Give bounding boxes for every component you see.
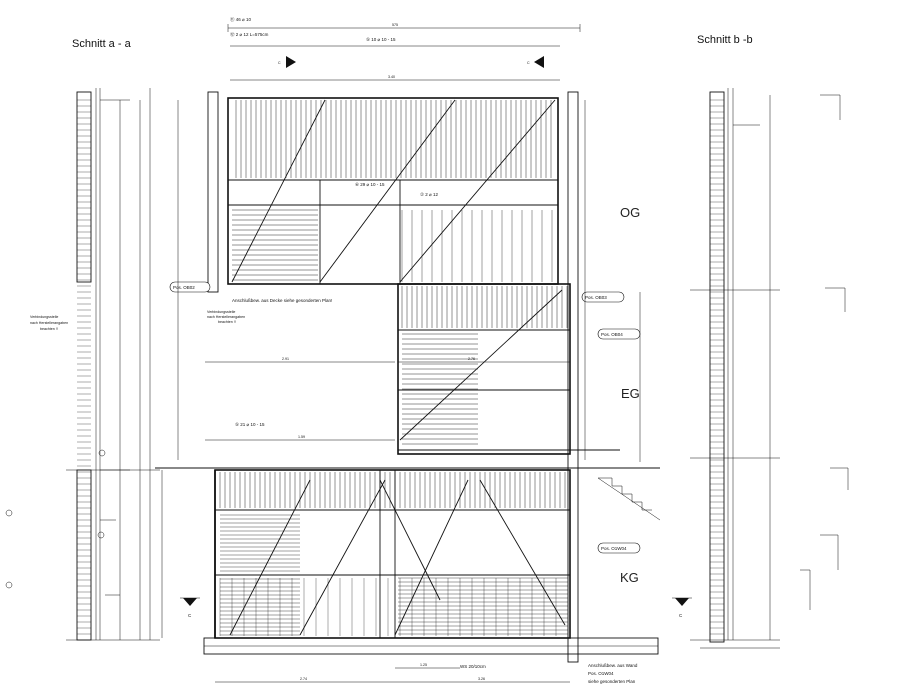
floor-label-eg: EG <box>621 386 640 401</box>
section-title-left: Schnitt a - a <box>72 38 132 50</box>
dim-159: 1.59 <box>298 435 305 439</box>
pos-ob04-tag: Pos. OB04 <box>597 328 641 340</box>
section-left: Verbindungsstelle nach Herstellerangaben… <box>5 88 160 641</box>
callout-bar-2-12: ② 2 ⌀ 12 <box>420 192 438 197</box>
pos-o1w04-tag: Pos. O1W04 <box>597 542 641 554</box>
section-right <box>690 88 849 649</box>
right-wall-ticks <box>710 99 724 635</box>
svg-text:C: C <box>278 61 281 65</box>
callout-ws: WS 20/10cm <box>460 664 486 669</box>
note-wall-1: Anschlußbew. aus Wand <box>588 663 638 668</box>
callout-bar-29: ⑥ 29 ⌀ 10 - 15 <box>355 182 385 187</box>
svg-text:C: C <box>188 613 192 618</box>
note-wall-2: Pos. O1W04 <box>588 671 614 676</box>
left-note-2: nach Herstellerangaben <box>30 321 68 325</box>
og-rebar-hatch <box>232 100 553 282</box>
mark-c-left: C <box>180 597 200 618</box>
dim-top-total: 575 <box>392 23 398 27</box>
svg-text:C: C <box>679 613 683 618</box>
left-note-1: Verbindungsstelle <box>30 315 58 319</box>
dim-276: 2.76 <box>468 357 475 361</box>
section-title-right: Schnitt b -b <box>697 34 753 46</box>
note-deck: Anschlußbew. aus Decke siehe gesonderten… <box>232 298 332 303</box>
floor-label-og: OG <box>620 205 640 220</box>
pos-ob03-tag: Pos. OB03 <box>581 291 625 303</box>
svg-text:C: C <box>527 61 530 65</box>
dim-span-340: 3.40 <box>388 75 395 79</box>
callout-top-12: ⑫ 2 ⌀ 12 L=575cm <box>230 31 269 38</box>
section-main <box>155 91 661 663</box>
kg-rebar-hatch <box>219 472 568 636</box>
mid-note-2: nach Herstellerangaben <box>207 315 245 319</box>
left-wall-ticks <box>77 99 91 635</box>
floor-label-kg: KG <box>620 570 639 585</box>
svg-text:Pos. OB02: Pos. OB02 <box>173 285 195 290</box>
eg-rebar-hatch <box>401 286 568 445</box>
dim-326: 3.26 <box>478 677 485 681</box>
section-marker-right: C <box>527 56 544 68</box>
callout-top-5: ⑤ 10 ⌀ 10 - 15 <box>366 37 396 42</box>
mark-c-right: C <box>672 597 692 618</box>
svg-text:Pos. OB04: Pos. OB04 <box>601 332 623 337</box>
mid-note-1: Verbindungsstelle <box>207 310 235 314</box>
callout-bar-21: ⑤ 21 ⌀ 10 - 15 <box>235 422 265 427</box>
svg-text:Pos. O1W04: Pos. O1W04 <box>601 546 627 551</box>
dim-125: 1.25 <box>420 663 427 667</box>
note-wall-3: siehe gesonderten Plan <box>588 679 636 684</box>
pos-ob02-tag: Pos. OB02 <box>169 281 211 293</box>
dim-274: 2.74 <box>300 677 307 681</box>
left-note-3: beachten !! <box>40 327 58 331</box>
mid-note-3: beachten !! <box>218 320 236 324</box>
svg-text:Pos. OB03: Pos. OB03 <box>585 295 607 300</box>
section-marker-left: C <box>278 56 296 68</box>
dim-291: 2.91 <box>282 357 289 361</box>
callout-top-11: ⑪ 46 ⌀ 10 <box>230 16 251 23</box>
